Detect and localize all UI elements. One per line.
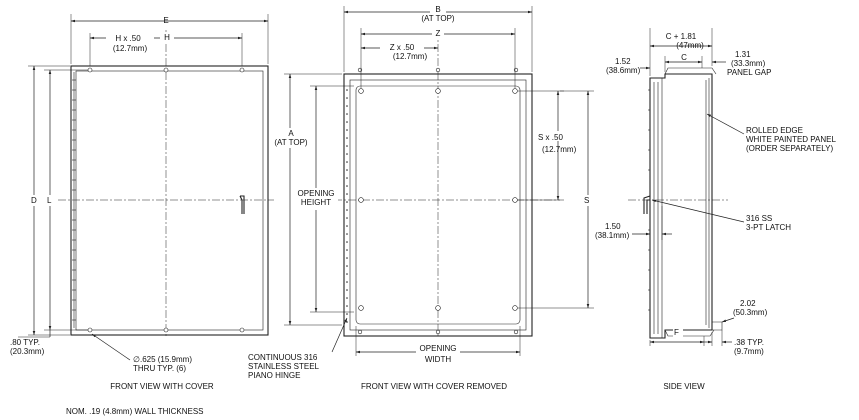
label-202-mm: (50.3mm)	[733, 308, 768, 317]
mounting-holes	[87, 67, 245, 333]
side-body-outline	[649, 73, 713, 339]
latch-icon	[643, 195, 651, 214]
label-hole-thru: THRU TYP. (6)	[133, 364, 186, 373]
enclosure-outline	[70, 65, 269, 336]
label-38-mm: (9.7mm)	[734, 347, 764, 356]
label-hinge-1: CONTINUOUS 316	[248, 353, 318, 362]
label-latch-2: 3-PT LATCH	[746, 223, 791, 232]
label-S: S	[584, 196, 589, 205]
label-H-x-50: H x .50	[115, 34, 141, 43]
label-A-at-top: (AT TOP)	[274, 138, 308, 147]
side-hinge-ticks	[648, 89, 650, 311]
label-C: C	[681, 53, 687, 62]
label-B-at-top: (AT TOP)	[421, 14, 455, 23]
label-rolled-1: ROLLED EDGE	[746, 126, 803, 135]
hinge-dots	[346, 89, 348, 323]
label-202: 2.02	[740, 299, 756, 308]
label-131: 1.31	[735, 50, 751, 59]
label-opening-width-1: OPENING	[420, 344, 457, 353]
label-150-mm: (38.1mm)	[595, 231, 630, 240]
label-Z-x-50: Z x .50	[390, 43, 415, 52]
panel-mounting-studs	[358, 88, 518, 311]
label-S-x-50-mm: (12.7mm)	[542, 145, 577, 154]
label-hole-dia: ∅.625 (15.9mm)	[133, 355, 192, 364]
side-view: C + 1.81 (47mm) C 1.52 (38.6mm) 1.31 (33…	[595, 28, 836, 391]
label-E: E	[163, 16, 168, 25]
cover-inner-edge	[75, 70, 264, 331]
front-view-with-cover: E H x .50 (12.7mm) H D L .80 TYP. (20.3m…	[10, 14, 274, 391]
label-152: 1.52	[615, 57, 631, 66]
label-opening-height-1: OPENING	[298, 189, 335, 198]
label-rolled-2: WHITE PAINTED PANEL	[746, 135, 836, 144]
label-D: D	[31, 196, 37, 205]
label-B: B	[435, 5, 440, 14]
latch-handle-icon	[239, 195, 245, 214]
caption-side-view: SIDE VIEW	[663, 382, 705, 391]
caption-front-view-cover-removed: FRONT VIEW WITH COVER REMOVED	[361, 382, 507, 391]
label-152-mm: (38.6mm)	[606, 66, 641, 75]
label-rolled-3: (ORDER SEPARATELY)	[746, 144, 833, 153]
label-wall-80: .80 TYP.	[10, 338, 40, 347]
label-hinge-3: PIANO HINGE	[248, 371, 300, 380]
side-bottom-flange	[712, 321, 723, 331]
label-panel-gap: PANEL GAP	[727, 68, 771, 77]
hinge-leader	[331, 317, 348, 353]
label-C-plus-mm: (47mm)	[676, 41, 704, 50]
latch-leader	[651, 199, 745, 223]
label-131-mm: (33.3mm)	[731, 59, 766, 68]
label-38: .38 TYP.	[734, 338, 764, 347]
label-H-x-50-mm: (12.7mm)	[113, 44, 148, 53]
label-C-plus: C + 1.81	[666, 32, 697, 41]
label-F: F	[674, 328, 679, 337]
caption-front-view-with-cover: FRONT VIEW WITH COVER	[110, 382, 214, 391]
hole-leader	[91, 333, 131, 361]
label-wall-80-mm: (20.3mm)	[10, 347, 45, 356]
label-Z: Z	[436, 29, 441, 38]
label-L: L	[47, 196, 52, 205]
label-latch-1: 316 SS	[746, 214, 772, 223]
rolled-edge-leader	[706, 113, 745, 135]
label-Z-x-50-mm: (12.7mm)	[393, 52, 428, 61]
label-150: 1.50	[605, 222, 621, 231]
label-H: H	[164, 33, 170, 42]
label-opening-height-2: HEIGHT	[301, 198, 331, 207]
front-view-cover-removed: B (AT TOP) Z Z x .50 (12.7mm) A (AT TOP)…	[248, 4, 594, 391]
label-hinge-2: STAINLESS STEEL	[248, 362, 320, 371]
label-A: A	[288, 129, 294, 138]
hinge-knuckles	[72, 79, 76, 321]
wall-thickness-note: NOM. .19 (4.8mm) WALL THICKNESS	[66, 407, 204, 416]
label-opening-width-2: WIDTH	[425, 355, 451, 364]
label-S-x-50: S x .50	[538, 133, 563, 142]
